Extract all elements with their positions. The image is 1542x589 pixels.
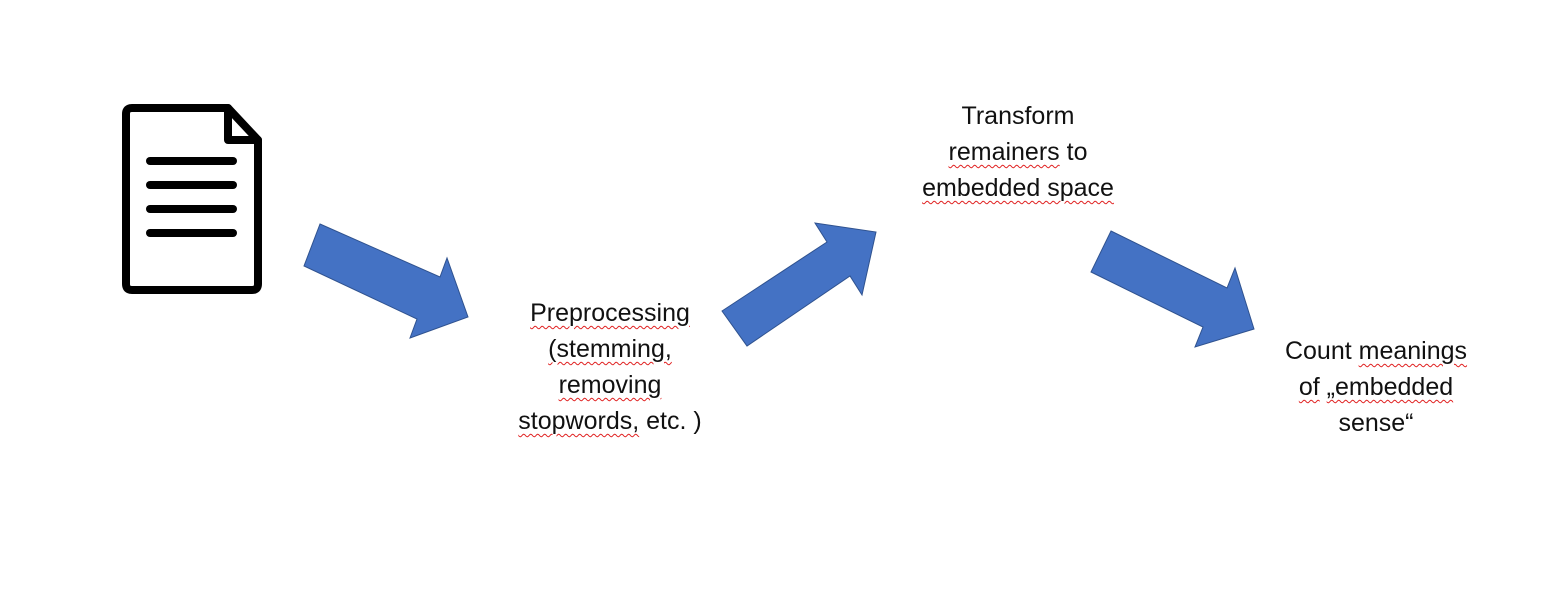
label-text: Count — [1284, 337, 1359, 365]
count-label-line: Count meanings — [1248, 333, 1504, 369]
preprocessing-label-line: removing — [485, 367, 735, 403]
arrow-preprocessing-to-transform — [721, 222, 877, 347]
preprocessing-label-line: Preprocessing — [485, 295, 735, 331]
preprocessing-step-label: Preprocessing (stemming, removing stopwords… — [485, 295, 735, 439]
spellcheck-flagged-word: meanings — [1358, 337, 1468, 365]
preprocessing-label-line: (stemming, — [485, 331, 735, 367]
transform-label-line: Transform — [893, 98, 1143, 134]
preprocessing-label-line: stopwords, etc. ) — [485, 403, 735, 439]
arrow-transform-to-count — [1090, 230, 1255, 348]
count-label-line: sense“ — [1248, 405, 1504, 441]
spellcheck-flagged-word: remainers — [948, 138, 1060, 166]
label-text: sense“ — [1338, 409, 1414, 437]
spellcheck-flagged-word: embedded space — [922, 174, 1114, 202]
spellcheck-flagged-word: (stemming, — [548, 335, 672, 363]
label-text: Transform — [961, 102, 1075, 130]
label-text: etc. ) — [639, 407, 702, 435]
document-icon — [122, 104, 262, 294]
spellcheck-flagged-word: of — [1298, 373, 1320, 401]
label-text: to — [1059, 138, 1088, 166]
label-text — [1320, 373, 1327, 401]
spellcheck-flagged-word: stopwords, — [518, 407, 640, 435]
transform-label-line: remainers to — [893, 134, 1143, 170]
transform-label-line: embedded space — [893, 170, 1143, 206]
spellcheck-flagged-word: „embedded — [1326, 373, 1454, 401]
spellcheck-flagged-word: Preprocessing — [530, 299, 690, 327]
arrow-document-to-preprocessing — [303, 223, 469, 339]
count-label-line: of „embedded — [1248, 369, 1504, 405]
transform-step-label: Transform remainers to embedded space — [893, 98, 1143, 206]
spellcheck-flagged-word: removing — [558, 371, 662, 399]
